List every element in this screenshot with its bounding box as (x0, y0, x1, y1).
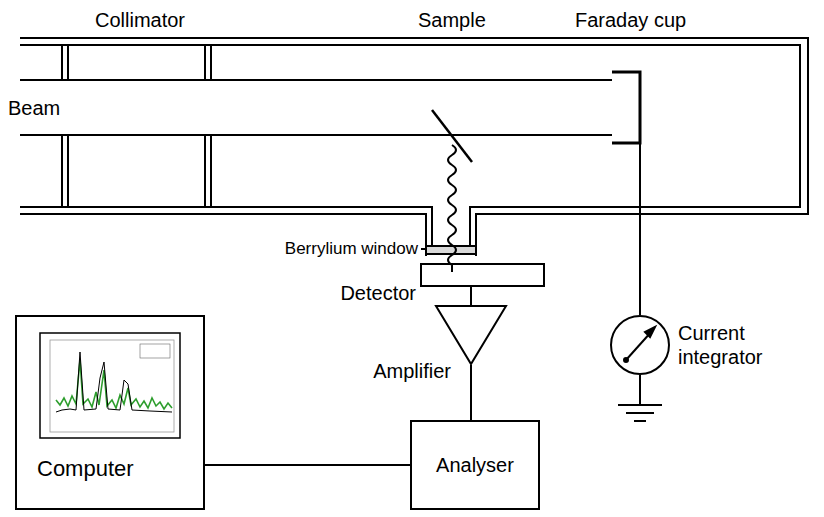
tube-wall (469, 206, 801, 208)
wire (639, 375, 641, 405)
part-label: Sample (418, 8, 486, 32)
needle-head (645, 327, 655, 337)
amplifier-symbol: Amplifier (435, 305, 507, 365)
tube-wall (475, 213, 809, 215)
part-label: Berrylium window (285, 239, 418, 259)
part-label: Beam (8, 96, 60, 120)
wire (639, 143, 641, 315)
collimator-plate (67, 45, 69, 80)
needle-pivot (624, 358, 628, 362)
computer-box: Computer (15, 315, 205, 510)
tube-wall (807, 37, 809, 215)
analyser-box: Analyser (410, 420, 540, 510)
leader-line (421, 248, 425, 250)
tube-wall (799, 44, 801, 208)
ground-symbol (634, 420, 646, 422)
node-label: Detector (340, 281, 416, 305)
ground-symbol (618, 404, 662, 406)
tube-wall (20, 37, 808, 39)
beam-line (20, 79, 612, 81)
current-integrator-meter: Current integrator (610, 315, 670, 375)
collimator-plate (61, 135, 63, 207)
node-label: Current integrator (678, 321, 796, 369)
detector-box: Detector (420, 263, 545, 287)
collimator-plate (210, 45, 212, 80)
x-ray-wave (448, 145, 456, 272)
triangle-outline (435, 305, 507, 365)
tube-wall (20, 44, 800, 46)
collimator-plate (61, 45, 63, 80)
collimator-plate (204, 135, 206, 207)
collimator-plate (67, 135, 69, 207)
part-label: Collimator (95, 8, 185, 32)
tube-wall (20, 206, 433, 208)
node-label: Amplifier (373, 359, 451, 383)
computer-screen (40, 333, 180, 438)
faraday-cup (612, 72, 640, 143)
signal-wire (205, 464, 410, 466)
spectrum-fit (56, 352, 172, 412)
screen-plot-frame (50, 340, 174, 432)
collimator-plate (210, 135, 212, 207)
plot-legend-box (140, 344, 170, 358)
spectrum-trace (56, 360, 172, 409)
collimator-plate (204, 45, 206, 80)
triangle-shape (436, 306, 506, 364)
node-label: Computer (37, 456, 134, 482)
signal-wire (470, 287, 472, 305)
ground-symbol (626, 412, 654, 414)
node-label: Analyser (436, 453, 514, 477)
part-label: Faraday cup (575, 8, 686, 32)
beam-line (20, 134, 612, 136)
signal-wire (470, 365, 472, 420)
tube-wall (20, 213, 427, 215)
beryllium-window (426, 246, 476, 254)
